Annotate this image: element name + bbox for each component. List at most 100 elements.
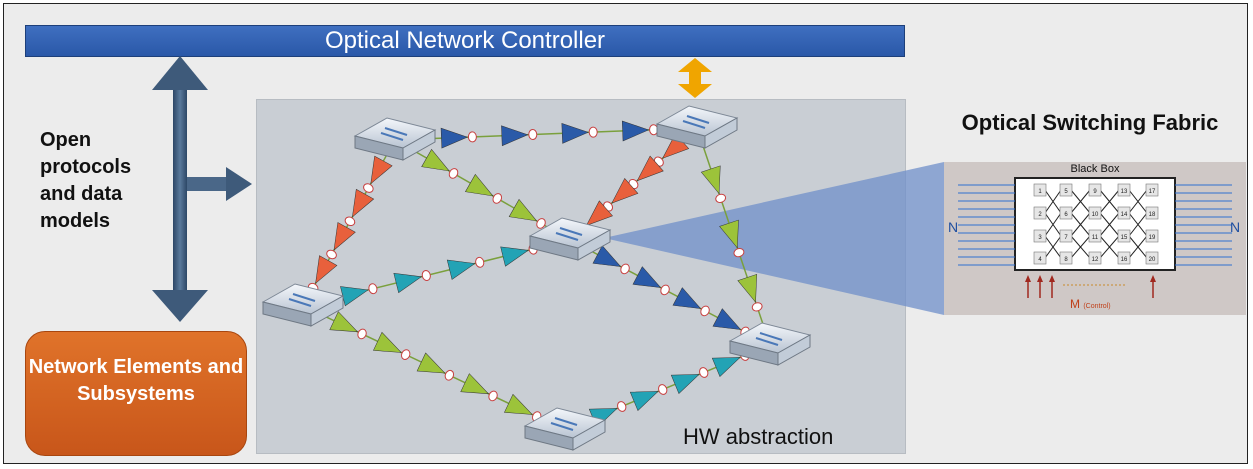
switch-arrow: [759, 332, 783, 341]
control-m-text: M: [1070, 297, 1080, 311]
control-arrows: [1025, 275, 1156, 298]
port-box: [1059, 251, 1073, 265]
crossing-line: [1128, 189, 1148, 214]
port-box: [1145, 206, 1159, 220]
switch-side: [704, 117, 738, 149]
optical-network-controller: Optical Network Controller: [25, 25, 905, 57]
crossing-line: [1099, 212, 1120, 237]
port-label: 5: [1064, 189, 1068, 195]
amplifier: [508, 198, 546, 229]
control-note: (Control): [1083, 303, 1111, 310]
zoom-projection: [604, 162, 944, 315]
port-box: [1088, 229, 1102, 243]
fiber-coil: [700, 305, 710, 317]
fiber-coil: [588, 126, 598, 138]
fiber-coil: [421, 270, 431, 281]
port-box: [1088, 206, 1102, 220]
crossing-line: [1128, 235, 1148, 259]
amplifier-triangle: [504, 393, 533, 415]
amplifier-triangle: [446, 259, 476, 280]
fiber-coil: [475, 256, 485, 268]
amplifier: [464, 173, 503, 204]
amplifier: [653, 133, 690, 167]
fiber-coil: [492, 193, 503, 204]
amplifier-triangle: [621, 120, 650, 142]
amplifier: [329, 311, 367, 340]
port-label: 12: [1092, 257, 1099, 263]
port-box: [1088, 183, 1102, 197]
port-box: [1145, 183, 1159, 197]
port-label: 13: [1121, 189, 1128, 195]
amplifier: [340, 283, 378, 307]
amplifier-triangle: [508, 198, 538, 222]
port-label: 4: [1038, 257, 1042, 263]
switch-side: [310, 295, 344, 327]
amplifier: [440, 127, 477, 149]
port-label: 14: [1121, 212, 1128, 218]
port-label: 10: [1092, 212, 1099, 218]
hw-abstraction-label: HW abstraction: [683, 424, 834, 449]
control-arrow-head: [1150, 275, 1156, 282]
fiber-coil: [363, 183, 374, 193]
roadm-switch: [261, 283, 345, 327]
roadm-switch: [528, 217, 612, 261]
port-box: [1059, 229, 1073, 243]
switch-side: [572, 419, 606, 451]
port-box: [1145, 229, 1159, 243]
amplifiers: [307, 120, 763, 429]
crossing-line: [1128, 212, 1148, 237]
fiber-coil: [536, 218, 546, 229]
port-label: 7: [1064, 235, 1068, 241]
fiber-coil: [448, 168, 459, 179]
amplifier: [460, 373, 498, 402]
amplifier-triangle: [501, 125, 529, 147]
switch-arrow: [682, 120, 706, 129]
crossing-line: [1044, 235, 1062, 259]
amplifier: [621, 120, 659, 142]
switch-side: [577, 229, 611, 261]
amplifier-triangle: [670, 374, 700, 395]
port-label: 16: [1121, 257, 1128, 263]
crossing-line: [1070, 235, 1091, 259]
amplifier-triangle: [719, 219, 739, 249]
output-n-label: N: [1230, 219, 1241, 235]
amplifier-triangle: [712, 308, 742, 330]
amplifier: [344, 188, 375, 227]
roadm-switches: [261, 105, 812, 451]
amplifier-triangle: [464, 173, 494, 197]
roadm-switch: [353, 117, 437, 161]
switch-arrow: [380, 132, 404, 141]
port-box: [1033, 183, 1047, 197]
input-n-label: N: [948, 219, 959, 235]
fiber-coil: [733, 247, 745, 258]
roadm-switch: [655, 105, 739, 149]
amplifier: [592, 245, 630, 275]
open-protocols-label: Open protocols and data models: [40, 129, 132, 232]
amplifier-triangle: [421, 148, 450, 172]
crossing-line: [1070, 189, 1091, 214]
amplifier-triangle: [636, 155, 664, 182]
crossing-line: [1044, 189, 1062, 214]
switch-arrow: [554, 417, 578, 426]
switch-arrow: [550, 422, 574, 431]
control-m-label: M (Control): [1070, 297, 1111, 311]
amplifier-triangle: [592, 245, 622, 267]
fiber-coil: [617, 401, 627, 412]
amplifier: [363, 155, 393, 193]
amplifier-triangle: [370, 155, 393, 185]
port-box: [1033, 229, 1047, 243]
port-label: 18: [1149, 212, 1156, 218]
amplifier-triangle: [561, 123, 589, 144]
fiber-coil: [400, 349, 411, 360]
black-box-label: Black Box: [1070, 163, 1120, 175]
fabric-io-lines: [958, 184, 1232, 266]
amplifier-triangle: [315, 255, 338, 284]
roadm-switch: [523, 407, 607, 451]
vertical-double-arrow: [152, 56, 252, 322]
amplifier: [629, 384, 668, 412]
amplifier-triangle: [672, 287, 702, 309]
switch-arrow: [559, 227, 583, 236]
fabric-crossings: [1044, 189, 1148, 259]
switch-arrow: [755, 337, 779, 346]
